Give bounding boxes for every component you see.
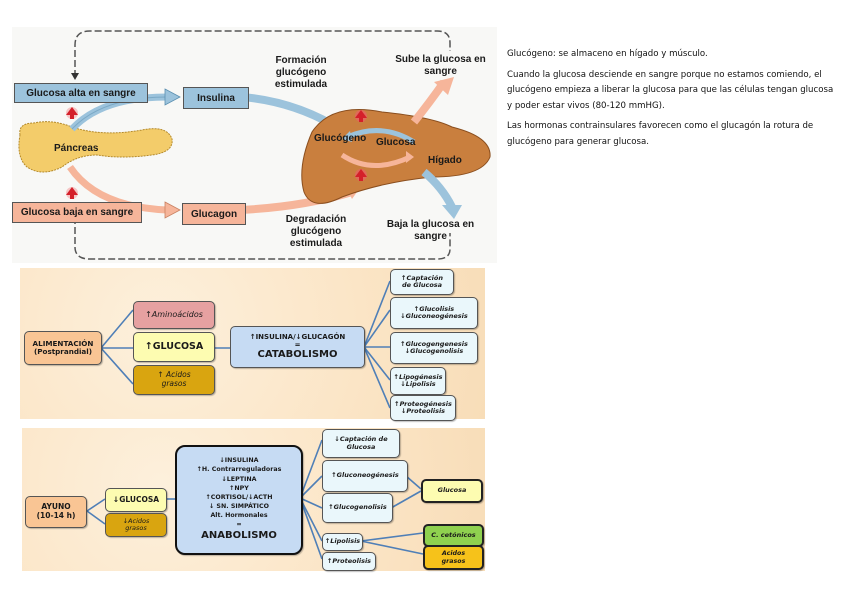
- outcome-lipogenesis: ↑Lipogénesis ↓Lipolisis: [390, 367, 446, 395]
- glycogen-label: Glucógeno: [314, 133, 367, 144]
- box-high-glucose: Glucosa alta en sangre: [14, 83, 148, 103]
- stimulus-icon-high: [66, 107, 78, 119]
- label-glycogen-formation: Formación glucógeno estimulada: [274, 55, 328, 90]
- box-low-glucose: Glucosa baja en sangre: [12, 202, 142, 223]
- note-paragraph: Cuando la glucosa desciende en sangre po…: [507, 69, 834, 111]
- box-insulin: Insulina: [183, 87, 249, 109]
- fed-state-concept-map: ALIMENTACIÓN (Postprandial) ↑Aminoácidos…: [20, 268, 485, 421]
- feedback-loop-bottom: [74, 217, 451, 260]
- product-glucose: Glucosa: [421, 479, 483, 503]
- liver-label: Hígado: [428, 155, 462, 166]
- label-glucose-falls: Baja la glucosa en sangre: [386, 219, 475, 242]
- diagram-graphics: [18, 30, 491, 260]
- label-glycogen-degradation: Degradación glucógeno estimulada: [285, 214, 347, 249]
- outcome-proteolysis: ↑Proteolisis: [322, 552, 376, 571]
- fasting-state-concept-map: AYUNO (10-14 h) ↓GLUCOSA ↓Acidos grasos …: [22, 428, 485, 571]
- stimulus-icon-low: [66, 187, 78, 199]
- node-catabolism: ↑INSULINA/↓GLUCAGÓN = CATABOLISMO: [230, 326, 365, 368]
- outcome-lipolysis: ↑Lipolisis: [322, 533, 363, 551]
- note-paragraph: Las hormonas contrainsulares favorecen c…: [507, 121, 814, 147]
- outcome-glycolysis: ↑Glucolisis ↓Gluconeogénesis: [390, 297, 478, 329]
- outcome-gluconeogenesis: ↑Gluconeogénesis: [322, 460, 408, 492]
- note-paragraph: Glucógeno: se almaceno en hígado y múscu…: [507, 49, 708, 59]
- node-fasting: AYUNO (10-14 h): [25, 496, 87, 528]
- stimulus-icon-liver-top: [355, 110, 367, 122]
- arrow-glucose-down: [421, 168, 456, 209]
- node-feeding: ALIMENTACIÓN (Postprandial): [24, 331, 102, 365]
- pancreas-label: Páncreas: [54, 143, 99, 154]
- glucose-regulation-diagram: Glucosa alta en sangre Glucosa baja en s…: [12, 27, 497, 263]
- node-glucose-up: ↑GLUCOSA: [133, 332, 215, 362]
- label-glucose-rises: Sube la glucosa en sangre: [395, 54, 486, 77]
- box-glucagon: Glucagon: [182, 203, 246, 225]
- arrow-glucose-up: [410, 79, 448, 125]
- arrow-pancreas-to-glucagon: [67, 164, 168, 214]
- node-amino-acids: ↑Aminoácidos: [133, 301, 215, 329]
- cycle-arrow-top: [346, 128, 416, 145]
- stimulus-icon-liver-bottom: [355, 169, 367, 181]
- outcome-proteogenesis: ↑Proteogénesis ↓Proteolisis: [390, 395, 456, 421]
- outcome-glycogenesis: ↑Glucogengenesis ↓Glucogenolisis: [390, 332, 478, 364]
- outcome-glucose-uptake: ↑Captación de Glucosa: [390, 269, 454, 295]
- node-fatty-acids-down: ↓Acidos grasos: [105, 513, 167, 537]
- node-glucose-down: ↓GLUCOSA: [105, 488, 167, 512]
- feedback-arrow-top: [71, 73, 79, 80]
- product-ketone-bodies: C. cetónicos: [423, 524, 484, 547]
- outcome-glycogenolysis: ↑Glucogenolisis: [322, 493, 393, 523]
- glucose-label: Glucosa: [376, 137, 416, 148]
- node-anabolism: ↓INSULINA ↑H. Contrarreguladoras ↓LEPTIN…: [175, 445, 303, 555]
- product-fatty-acids: Acidos grasos: [423, 545, 484, 570]
- outcome-glucose-uptake-down: ↓Captación de Glucosa: [322, 429, 400, 458]
- notes-text: Glucógeno: se almaceno en hígado y múscu…: [507, 47, 837, 155]
- node-fatty-acids-up: ↑ Acidos grasos: [133, 365, 215, 395]
- cycle-arrow-bottom: [340, 152, 412, 168]
- pancreas-shape: [18, 121, 173, 173]
